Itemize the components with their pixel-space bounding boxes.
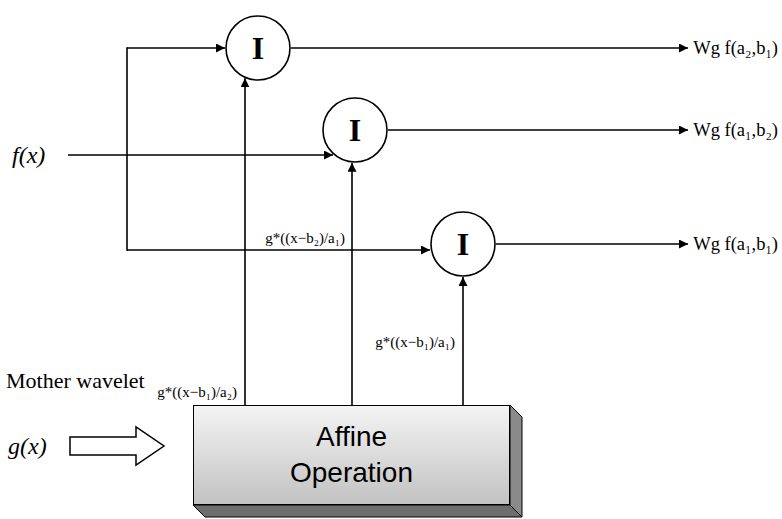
wavelet-feed-line <box>244 78 246 405</box>
output-coefficient: Wg f(a₁,b₁) <box>693 234 778 254</box>
signal-wire <box>126 47 128 251</box>
integrator-circle: I <box>430 211 496 277</box>
output-coefficient: Wg f(a₂,b₁) <box>693 38 778 58</box>
wavelet-feed-line <box>462 277 464 405</box>
output-arrow <box>388 129 688 131</box>
integrator-circle: I <box>225 15 291 81</box>
integrator-symbol: I <box>252 32 264 64</box>
circle-outline <box>226 16 290 80</box>
input-signal: f(x) <box>12 142 45 168</box>
affine-box: Affine Operation <box>193 405 510 505</box>
circle-outline <box>323 98 387 162</box>
integrator-symbol: I <box>349 114 361 146</box>
output-coefficient: Wg f(a₁,b₂) <box>693 120 778 140</box>
wavelet-expression: g*((x−b₂)/a₁) <box>264 230 346 247</box>
wavelet-function: g(x) <box>8 433 47 459</box>
circle-outline <box>431 212 495 276</box>
wavelet-expression: g*((x−b₁)/a₂) <box>156 384 238 401</box>
hollow-arrow <box>70 427 164 465</box>
wavelet-expression: g*((x−b₁)/a₁) <box>374 334 456 351</box>
signal-wire <box>127 249 430 251</box>
signal-wire <box>127 47 225 49</box>
wavelet-caption: Mother wavelet <box>6 369 145 393</box>
box-label: Affine Operation <box>277 419 427 492</box>
output-arrow <box>291 47 688 49</box>
integrator-circle: I <box>322 97 388 163</box>
output-arrow <box>496 243 688 245</box>
signal-wire <box>68 154 333 156</box>
integrator-symbol: I <box>457 228 469 260</box>
wavelet-feed-line <box>351 163 353 405</box>
box-shadow-side <box>193 505 522 517</box>
box-shadow-side <box>510 405 522 517</box>
